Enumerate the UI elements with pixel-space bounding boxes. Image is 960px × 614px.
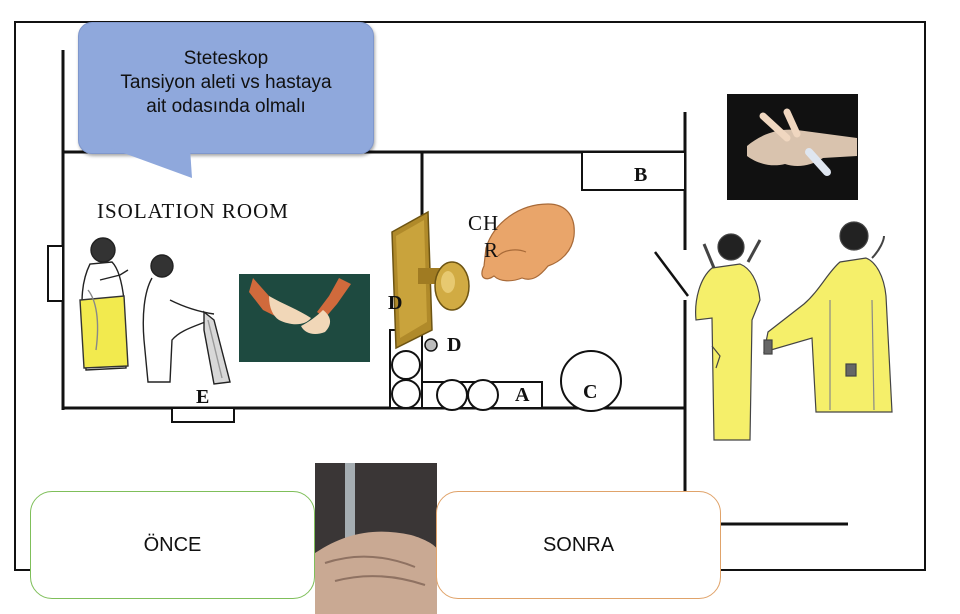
- chart-room-label-part-2: R: [484, 238, 500, 262]
- person-gown-front: [763, 221, 893, 413]
- callout-line-3: ait odasında olmalı: [146, 96, 306, 117]
- window-bottom: [171, 407, 235, 423]
- gloves-image: [239, 274, 370, 362]
- callout-line-1: Steteskop: [183, 48, 269, 69]
- hand-icon: [481, 203, 575, 282]
- glove-stretch-image: [727, 94, 858, 200]
- isolation-room-label: ISOLATION ROOM: [97, 199, 289, 223]
- person-donning-gown-1: [79, 237, 129, 371]
- callout-tail: [110, 148, 192, 178]
- before-box: ÖNCE: [30, 491, 315, 599]
- person-gown-back: [695, 233, 762, 441]
- after-box: SONRA: [436, 491, 721, 599]
- label-c: C: [583, 381, 598, 403]
- person-donning-gown-2: [142, 254, 231, 385]
- label-e: E: [196, 386, 210, 408]
- label-a: A: [515, 384, 530, 406]
- after-label: SONRA: [542, 533, 615, 556]
- door-handle-icon: [391, 210, 470, 350]
- sink-d: [424, 338, 438, 352]
- cabinet-b: [581, 151, 686, 191]
- label-b: B: [634, 164, 648, 186]
- table-c: [560, 350, 622, 412]
- before-label: ÖNCE: [143, 533, 202, 556]
- stethoscope-note-callout: Steteskop Tansiyon aleti vs hastaya ait …: [78, 22, 374, 154]
- label-d-left: D: [388, 292, 403, 314]
- door-swing: [654, 251, 689, 297]
- chart-room-label-part-1: CH: [468, 211, 500, 235]
- callout-line-2: Tansiyon aleti vs hastaya: [120, 72, 332, 93]
- label-d-right: D: [447, 334, 462, 356]
- window-left: [47, 245, 64, 302]
- handwashing-image: [315, 463, 437, 614]
